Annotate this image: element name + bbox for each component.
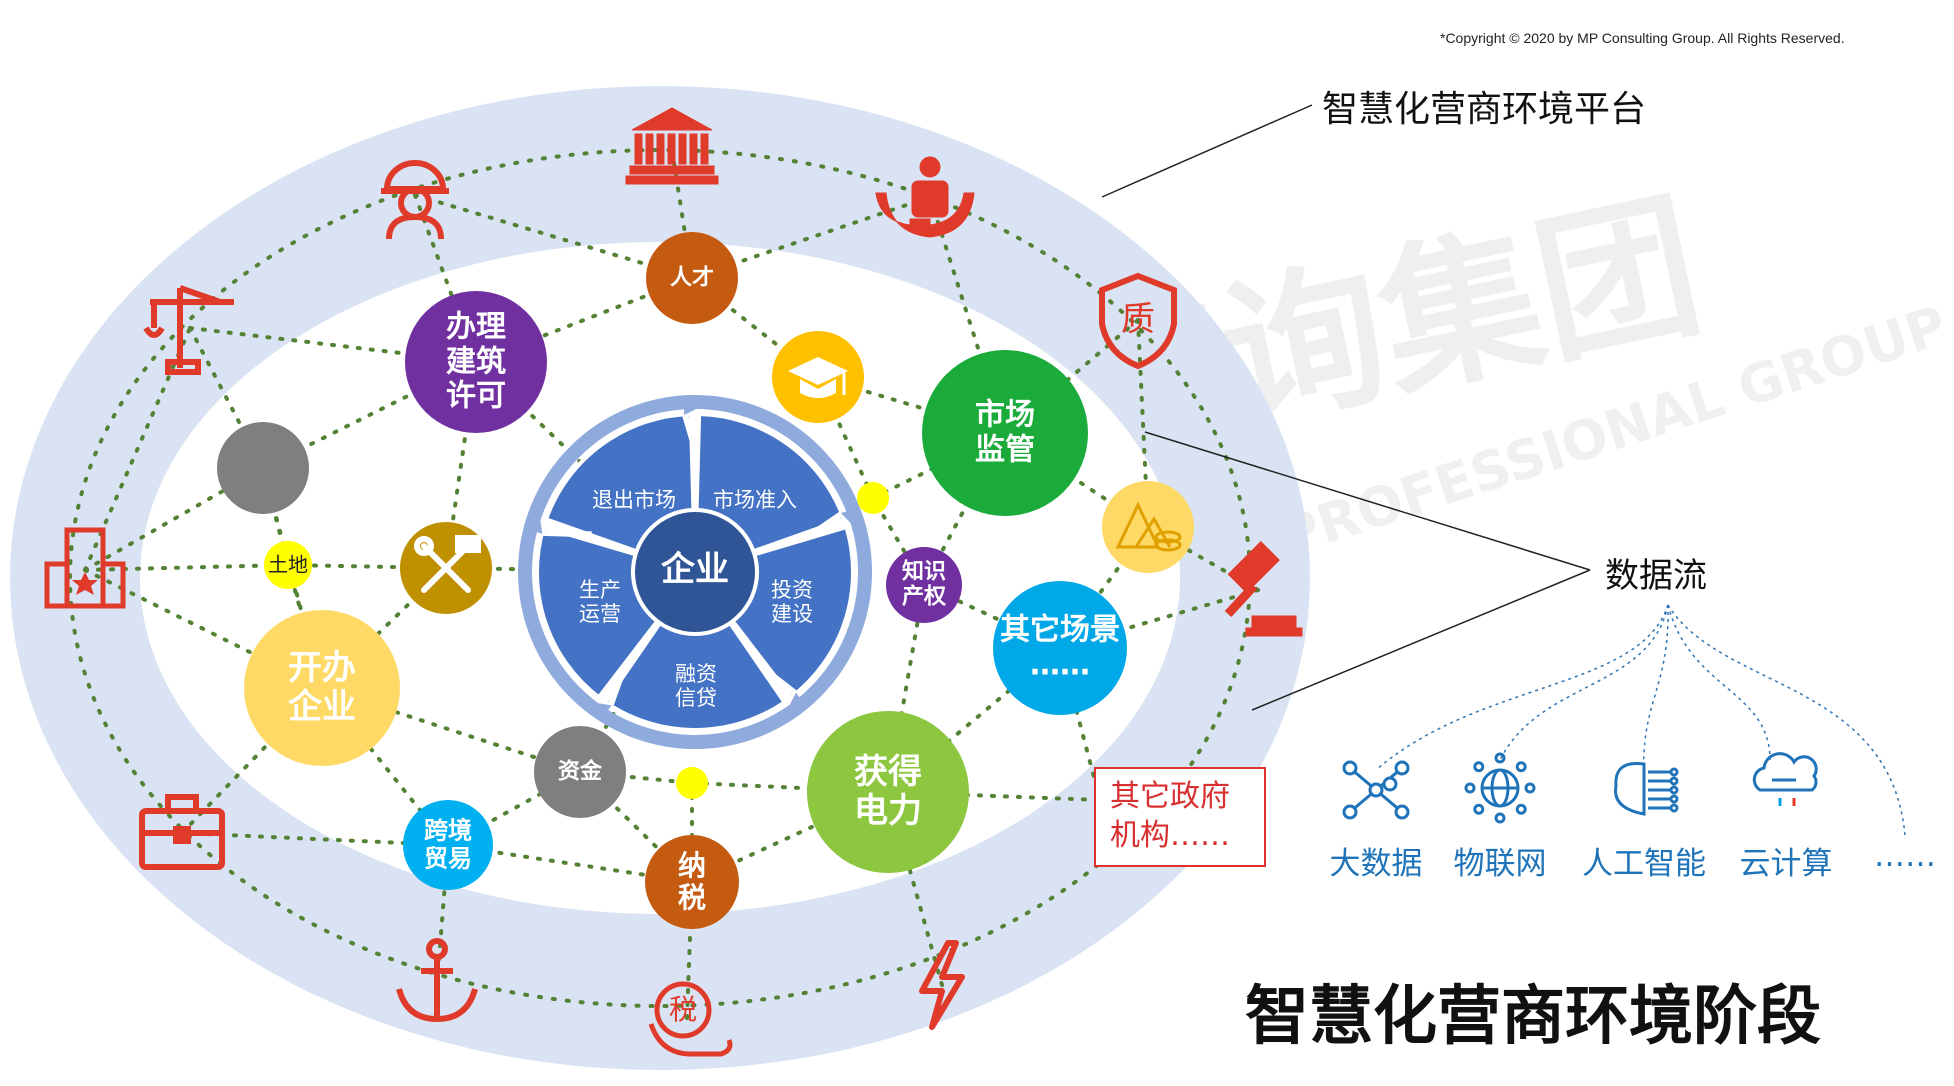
copyright-notice: *Copyright © 2020 by MP Consulting Group… xyxy=(1440,30,1845,46)
tech-label-iot: 物联网 xyxy=(1453,846,1547,882)
node-talent-label: 人才 xyxy=(669,265,715,291)
quality-icon-text: 质 xyxy=(1121,299,1155,340)
connection-line xyxy=(83,563,290,572)
segment-production-operation xyxy=(535,524,661,701)
node-open-business xyxy=(244,610,400,766)
node-build-permit-label: 办理 建筑 许可 xyxy=(446,309,506,414)
segment-exit-market xyxy=(543,412,696,554)
brain-chip-icon xyxy=(1614,761,1679,816)
connection-line xyxy=(816,375,875,500)
tech-label-ai: 人工智能 xyxy=(1582,846,1706,882)
connection-line xyxy=(83,326,192,572)
ring-arrow-head xyxy=(527,516,543,534)
node-tax xyxy=(645,835,739,929)
tools-icon xyxy=(414,535,481,593)
node-ip xyxy=(886,547,962,623)
ring-arrow xyxy=(537,529,592,538)
worker-helmet-icon xyxy=(381,160,449,240)
lightning-icon xyxy=(919,940,965,1030)
platform-label: 智慧化营商环境平台 xyxy=(1322,89,1647,130)
node-market-supervision-label: 市场 监管 xyxy=(975,397,1035,467)
connection-line xyxy=(886,583,926,794)
node-tax-label: 纳 税 xyxy=(677,848,707,914)
segment-production-operation-label: 生产 运营 xyxy=(579,577,621,626)
connection-line xyxy=(685,880,694,1020)
segment-finance-credit xyxy=(602,620,788,732)
leader-lines xyxy=(1101,104,1591,711)
central-enterprise-ring xyxy=(518,395,872,749)
node-market-supervision xyxy=(922,350,1088,516)
anchor-icon xyxy=(396,938,478,1023)
node-open-business-label: 开办 企业 xyxy=(288,647,356,727)
tax-hand-icon xyxy=(648,981,733,1057)
center-enterprise-label: 企业 xyxy=(661,549,729,590)
node-cross-border-trade xyxy=(403,800,493,890)
graduation-cap-icon xyxy=(788,357,848,398)
connection-line xyxy=(413,193,694,280)
node-land-label: 土地 xyxy=(268,552,308,577)
crane-icon xyxy=(143,285,234,375)
connection-line xyxy=(690,790,890,884)
node-get-electricity xyxy=(807,711,969,873)
ring-outline xyxy=(518,395,872,749)
node-ip-label: 知识 产权 xyxy=(901,559,947,610)
connection-line xyxy=(413,193,478,364)
globe-network-icon xyxy=(1464,752,1536,824)
node-other-scenes xyxy=(993,581,1127,715)
node-funds-label: 资金 xyxy=(557,759,603,785)
segment-invest-build xyxy=(729,524,855,701)
stage-title: 智慧化营商环境阶段 xyxy=(1245,980,1821,1054)
tech-label-big-data: 大数据 xyxy=(1329,846,1423,882)
segment-market-access-label: 市场准入 xyxy=(713,487,797,512)
segment-market-access xyxy=(694,412,847,554)
node-talent xyxy=(646,232,738,324)
ring-arrow-head xyxy=(593,702,612,719)
other-government-label: 其它政府 机构…… xyxy=(1110,779,1230,853)
cloud-icon xyxy=(1752,752,1818,806)
ring-arrow-head xyxy=(840,508,857,526)
tech-label-cloud: 云计算 xyxy=(1739,846,1833,882)
building-icon xyxy=(44,527,126,609)
other-government-box: 其它政府 机构…… xyxy=(1094,767,1266,867)
connection-line xyxy=(444,360,478,570)
briefcase-icon xyxy=(139,794,225,870)
gavel-icon xyxy=(1224,541,1303,637)
node-cross-border-trade-label: 跨境 贸易 xyxy=(424,816,472,872)
dataflow-label: 数据流 xyxy=(1605,556,1707,596)
node-other-scenes-label: 其它场景 …… xyxy=(1000,612,1120,682)
node-land xyxy=(264,541,312,589)
network-nodes-icon xyxy=(1342,760,1410,820)
segment-invest-build-label: 投资 建设 xyxy=(771,577,813,626)
bank-icon xyxy=(625,107,719,185)
ring-arrow-head xyxy=(787,692,806,709)
center-enterprise-circle xyxy=(635,512,755,632)
node-gray-node xyxy=(217,422,309,514)
node-funds xyxy=(534,726,626,818)
yellow-junction-dot xyxy=(676,767,708,799)
connection-line xyxy=(886,790,1102,802)
node-get-electricity-label: 获得 电力 xyxy=(854,751,922,831)
connection-line xyxy=(578,770,694,785)
tax-icon-text: 税 xyxy=(668,992,698,1026)
yellow-junction-dot xyxy=(857,482,889,514)
mountain-coins-icon xyxy=(1115,501,1182,552)
segment-finance-credit-label: 融资 信贷 xyxy=(675,661,717,710)
connection-line xyxy=(188,326,478,364)
ring-arrow-head xyxy=(684,399,701,416)
hands-person-icon xyxy=(875,156,975,238)
quality-shield-icon xyxy=(1099,272,1177,370)
segment-exit-market-label: 退出市场 xyxy=(592,487,676,512)
connection-line xyxy=(871,431,1007,500)
data-flow-curves xyxy=(1375,604,1906,836)
node-build-permit xyxy=(405,291,547,433)
tech-label-more: …… xyxy=(1874,838,1936,874)
